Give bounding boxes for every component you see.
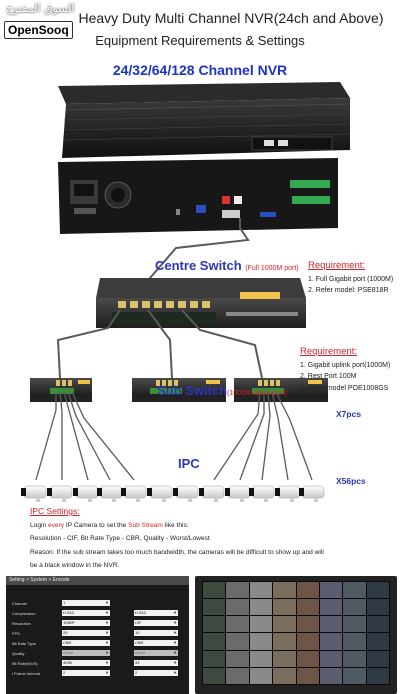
encode-row-fps: FPS 25▼ 10▼ <box>12 630 186 637</box>
encode-row-resolution: Resolution 1080P▼ CIF▼ <box>12 620 186 627</box>
ipc-count: X56pcs <box>336 476 366 486</box>
camera-tile[interactable] <box>297 668 319 684</box>
sub-switch-requirements: Requirement: 1. Gigabit uplink port(1000… <box>300 346 390 394</box>
camera-tile[interactable] <box>250 599 272 615</box>
camera-tile[interactable] <box>343 616 365 632</box>
camera-tile[interactable] <box>367 633 389 649</box>
camera-tile[interactable] <box>250 668 272 684</box>
camera-tile[interactable] <box>203 668 225 684</box>
camera-tile[interactable] <box>320 616 342 632</box>
camera-tile[interactable] <box>203 633 225 649</box>
nvr-rear-device <box>58 158 338 234</box>
centre-switch-device <box>96 278 306 328</box>
camera-tile[interactable] <box>250 633 272 649</box>
camera-tile[interactable] <box>297 599 319 615</box>
camera-tile[interactable] <box>226 651 248 667</box>
camera-tile[interactable] <box>203 599 225 615</box>
camera-tile[interactable] <box>320 633 342 649</box>
sub-switch-count: X7pcs <box>336 409 361 419</box>
camera-grid-screen <box>202 581 390 685</box>
nvr-front-device <box>58 82 350 158</box>
camera-tile[interactable] <box>367 616 389 632</box>
ipc-cameras <box>21 486 324 502</box>
camera-tile[interactable] <box>250 582 272 598</box>
camera-tile[interactable] <box>203 616 225 632</box>
camera-tile[interactable] <box>250 616 272 632</box>
camera-tile[interactable] <box>320 582 342 598</box>
camera-tile[interactable] <box>343 651 365 667</box>
iframe-sub-select[interactable]: 2▼ <box>134 670 178 676</box>
camera-tile[interactable] <box>343 668 365 684</box>
camera-tile[interactable] <box>343 582 365 598</box>
encode-row-compression: Compression H.264▼ H.264▼ <box>12 610 186 617</box>
compression-main-select[interactable]: H.264▼ <box>62 610 110 616</box>
encode-row-iframe: I Frame Interval 2▼ 2▼ <box>12 670 186 677</box>
encode-row-quality: Quality Good▼ Worst▼ <box>12 650 186 657</box>
camera-tile[interactable] <box>367 599 389 615</box>
bitrate-type-main-select[interactable]: CBR▼ <box>62 640 110 646</box>
camera-tile[interactable] <box>273 633 295 649</box>
camera-tile[interactable] <box>343 633 365 649</box>
fps-sub-select[interactable]: 10▼ <box>134 630 178 636</box>
camera-tile[interactable] <box>367 651 389 667</box>
encode-breadcrumb: Setting > System > Encode <box>6 576 189 585</box>
camera-tile[interactable] <box>226 668 248 684</box>
sub-switch-label: Sub Switch(1000M uplink port) <box>157 383 287 398</box>
ipc-settings: IPC Settings: Login every IP Camera to s… <box>30 505 395 573</box>
resolution-sub-select[interactable]: CIF▼ <box>134 620 178 626</box>
bitrate-type-sub-select[interactable]: CBR▼ <box>134 640 178 646</box>
centre-switch-label: Centre Switch (Full 1000M port) <box>155 258 299 273</box>
camera-tile[interactable] <box>367 668 389 684</box>
bitrate-sub-select[interactable]: 33▼ <box>134 660 178 666</box>
camera-tile[interactable] <box>226 616 248 632</box>
camera-tile[interactable] <box>273 582 295 598</box>
camera-tile[interactable] <box>297 582 319 598</box>
encode-row-bitrate: Bit Rate(Kb/S) 4096▼ 33▼ <box>12 660 186 667</box>
camera-tile[interactable] <box>320 599 342 615</box>
encode-row-channel: Channel 1▼ <box>12 600 186 607</box>
camera-cables <box>36 392 312 480</box>
camera-tile[interactable] <box>273 651 295 667</box>
camera-tile[interactable] <box>297 633 319 649</box>
ipc-label: IPC <box>178 456 200 471</box>
camera-tile[interactable] <box>343 599 365 615</box>
resolution-main-select[interactable]: 1080P▼ <box>62 620 110 626</box>
camera-tile[interactable] <box>273 668 295 684</box>
camera-tile[interactable] <box>297 651 319 667</box>
camera-tile[interactable] <box>273 599 295 615</box>
camera-tile[interactable] <box>250 651 272 667</box>
quality-sub-select[interactable]: Worst▼ <box>134 650 178 656</box>
bitrate-main-select[interactable]: 4096▼ <box>62 660 110 666</box>
fps-main-select[interactable]: 25▼ <box>62 630 110 636</box>
centre-switch-requirements: Requirement: 1. Full Gigabit port (1000M… <box>308 260 393 297</box>
encode-settings-panel: Setting > System > Encode Channel 1▼ Com… <box>6 576 189 694</box>
camera-tile[interactable] <box>203 651 225 667</box>
camera-tile[interactable] <box>226 633 248 649</box>
camera-tile[interactable] <box>226 582 248 598</box>
iframe-main-select[interactable]: 2▼ <box>62 670 110 676</box>
camera-tile[interactable] <box>320 668 342 684</box>
camera-tile[interactable] <box>297 616 319 632</box>
camera-tile[interactable] <box>320 651 342 667</box>
camera-tile[interactable] <box>273 616 295 632</box>
encode-row-bitrate-type: Bit Rate Type CBR▼ CBR▼ <box>12 640 186 647</box>
channel-select[interactable]: 1▼ <box>62 600 110 606</box>
camera-tile[interactable] <box>203 582 225 598</box>
compression-sub-select[interactable]: H.264▼ <box>134 610 178 616</box>
camera-tile[interactable] <box>226 599 248 615</box>
nvr-monitor <box>195 576 397 694</box>
quality-main-select[interactable]: Good▼ <box>62 650 110 656</box>
camera-tile[interactable] <box>367 582 389 598</box>
